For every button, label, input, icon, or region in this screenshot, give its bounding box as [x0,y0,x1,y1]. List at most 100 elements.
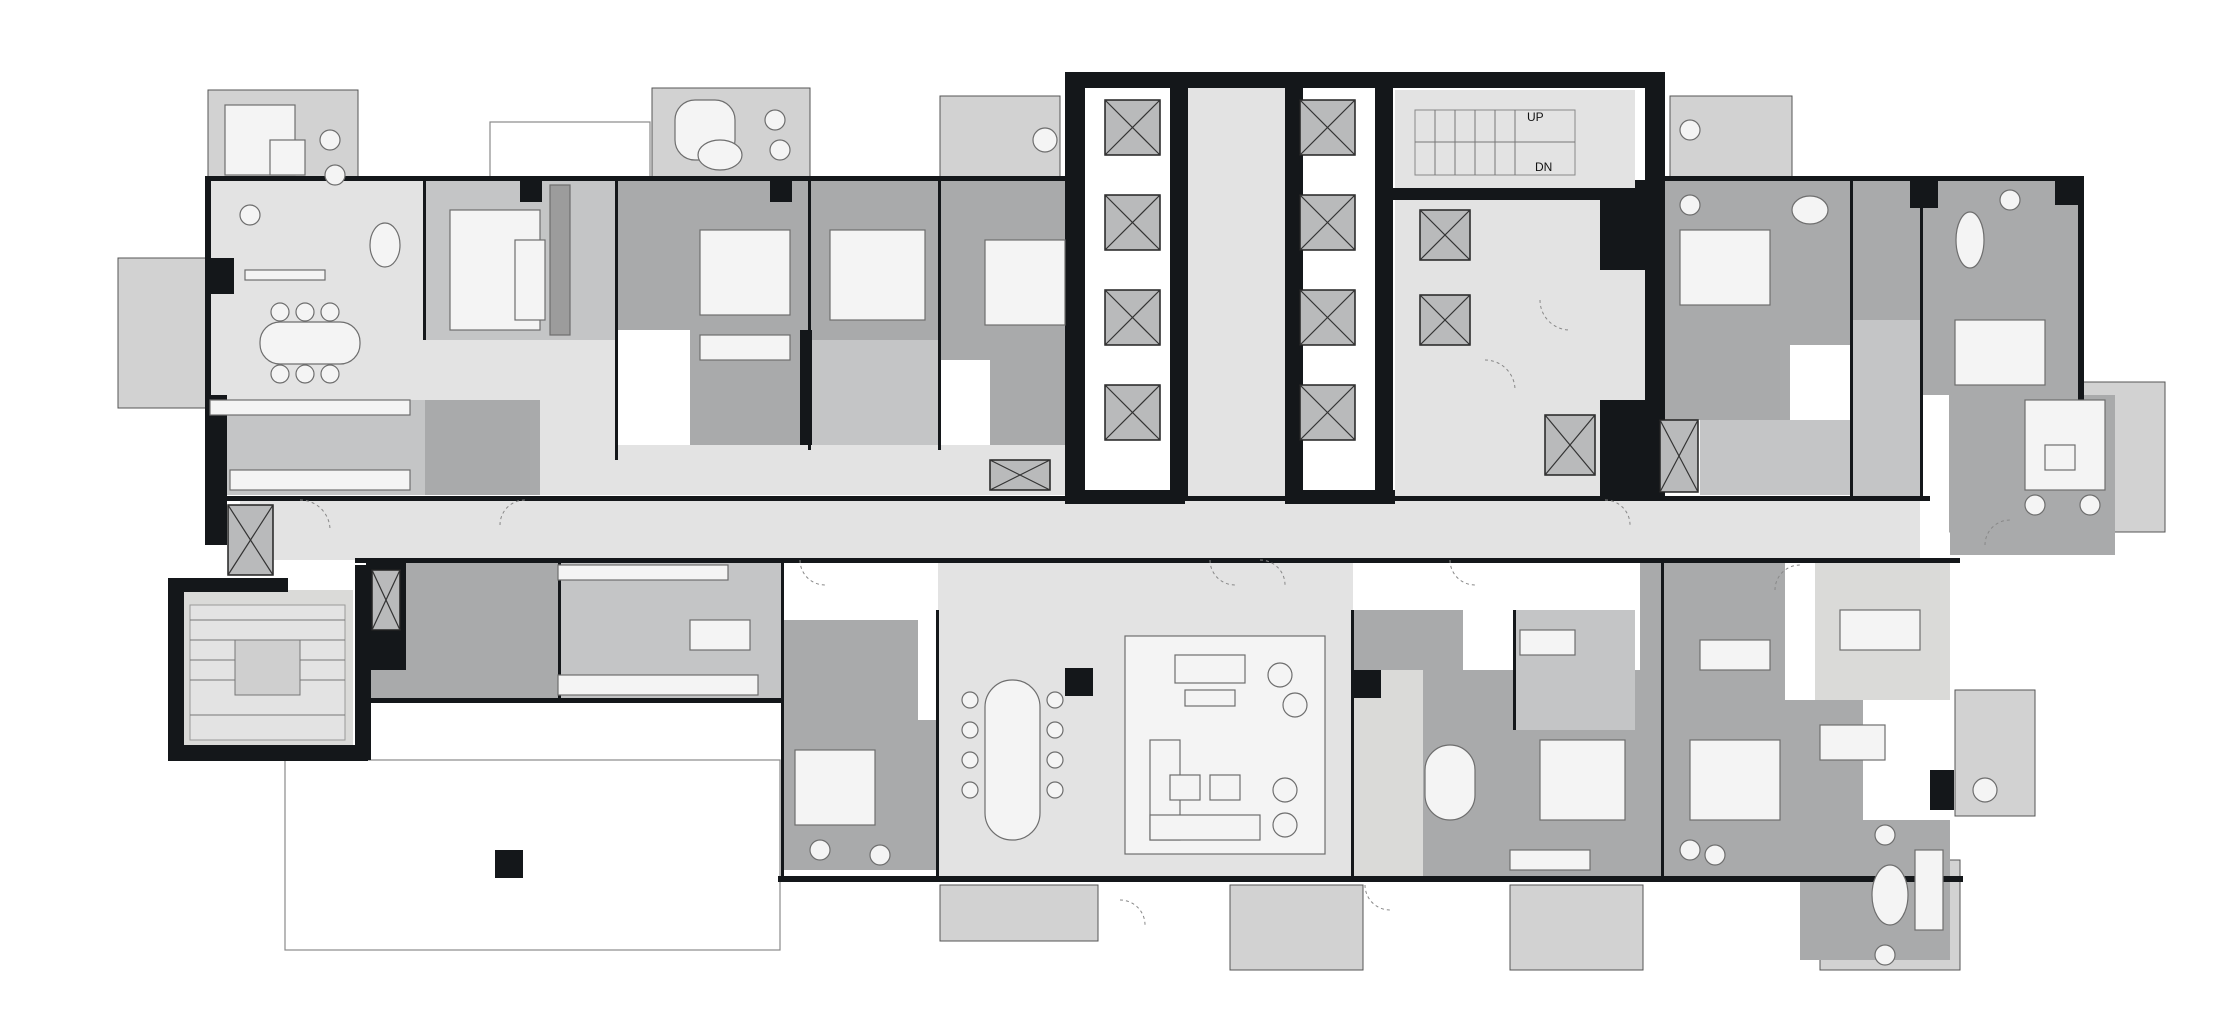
closet-south-2 [1353,670,1423,880]
column-15 [1600,200,1645,270]
dining-table-west [259,321,361,365]
table-southeast [1871,864,1909,926]
column-14 [1600,400,1645,500]
bed-south-1 [794,749,876,826]
chaise-south-2 [1424,744,1476,821]
bath-tub-south-3 [1519,629,1576,656]
dining-chair-south [961,751,979,769]
terrace-south-3 [1509,884,1644,971]
chair-southeast [1874,824,1896,846]
roof-terrace-outline [284,759,781,951]
stair-down-label: DN [1535,160,1552,174]
dining-chair-south [1046,751,1064,769]
kitchen-counter-south [557,564,729,581]
dining-chair-south [961,691,979,709]
bath-east-1 [1660,345,1790,420]
chair-southeast-2 [1874,944,1896,966]
terrace-chair [319,129,341,151]
dining-chair-south [961,721,979,739]
sofa-living-south-3 [1174,654,1246,684]
partition-7 [781,560,784,880]
coffee-table-south [1169,774,1201,801]
dining-chair-south [1046,691,1064,709]
bed-south-2 [1539,739,1626,821]
partition-3 [808,180,811,450]
partition-5 [1850,180,1853,500]
wall-north-east [1665,176,2080,181]
armchair-living-south-3 [1272,777,1298,803]
bed-east-2 [1954,319,2046,386]
sofa-living-south-2 [1149,814,1261,841]
stair-wall-left [168,580,184,755]
bed-north-1 [699,229,791,316]
column-8 [1910,180,1938,208]
bed-south-3 [1689,739,1781,821]
chair-east-2 [1679,119,1701,141]
sofa-southeast [1914,849,1944,931]
table-east-lounge [2044,444,2076,471]
coffee-table-north-1 [697,139,743,171]
corridor-east [1850,320,1920,500]
kitchen-counter-west [209,399,411,416]
bath-south-4 [1640,560,1785,700]
terrace-chair-2 [324,164,346,186]
study-sofa [514,239,546,321]
partition-9 [1351,610,1354,880]
dining-chair-south [1046,721,1064,739]
bath-tub-north-1 [699,334,791,361]
core-wall-left [1065,75,1085,500]
lounge-table-west [369,222,401,268]
bath-south-1 [783,620,918,720]
table-east-2 [1955,211,1985,269]
bed-north-3 [984,239,1066,326]
armchair-living-south-2 [1282,692,1308,718]
partition-8 [936,610,939,880]
bath-east-2 [1850,180,1920,320]
kitchen-counter-south-2 [557,674,759,696]
column-2 [206,258,234,294]
closet-island [1839,609,1921,651]
dining-chair-south [1046,781,1064,799]
core-wall-mid-right [1285,75,1303,500]
chair-east-3 [1999,189,2021,211]
chair-east-1 [1679,194,1701,216]
stair-up-label: UP [1527,110,1544,124]
door-swings [299,299,2011,926]
desk-southeast [1819,724,1886,761]
core-wall-divider [1375,75,1393,500]
console-west [244,269,326,281]
column-5 [495,850,523,878]
partition-1 [423,180,426,340]
dining-chair-south [961,781,979,799]
desk-south-2 [1509,849,1591,871]
stair-north-treads [1414,109,1576,176]
kitchen-island-south [689,619,751,651]
column-9 [2055,180,2080,205]
chair-south-3 [1679,839,1701,861]
column-1 [205,395,227,545]
chair-terrace-east [1972,777,1998,803]
balcony-outline-north [489,121,651,178]
wall-corridor-bottom [355,558,1960,563]
wall-north-west [205,176,1085,181]
chair-east-lounge-2 [2079,494,2101,516]
partition-6 [1920,180,1923,500]
table-living-south [1184,689,1236,707]
bath-tub-south-4 [1699,639,1771,671]
terrace-east-lower [1954,689,2036,817]
dining-table-south [984,679,1041,841]
table-east-1 [1791,195,1829,225]
column-4 [1065,668,1093,696]
bed-north-2 [829,229,926,321]
wall-south-west [368,698,783,703]
dining-chair [320,364,340,384]
bookshelf [549,184,571,336]
wall-corridor-top [210,496,1930,501]
terrace-table [269,139,306,176]
bed-east-1 [1679,229,1771,306]
dining-chair [270,364,290,384]
bath-south-3 [1515,610,1635,730]
column-12 [520,180,542,202]
chair-north-1 [764,109,786,131]
